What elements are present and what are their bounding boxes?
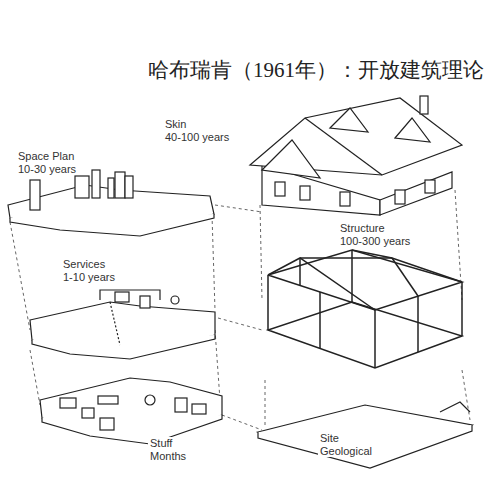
layer-lifespan: 1-10 years: [63, 271, 115, 283]
layer-name: Stuff: [148, 437, 174, 449]
site-plate: [258, 402, 472, 468]
layer-lifespan: 100-300 years: [338, 235, 412, 247]
layer-lifespan: 10-30 years: [18, 163, 76, 175]
structure-frame: [268, 250, 462, 368]
services-layer: [30, 290, 215, 359]
layer-name: Services: [63, 258, 105, 270]
layer-lifespan: 40-100 years: [165, 131, 229, 143]
layer-name: Skin: [165, 118, 186, 130]
stuff-layer: [40, 378, 222, 444]
skin-house: [250, 96, 462, 215]
space-plan-layer: [8, 170, 214, 236]
layer-name: Space Plan: [18, 150, 74, 162]
diagram-title: 哈布瑞肯（1961年）：开放建筑理论: [148, 58, 484, 83]
layer-lifespan: Geological: [318, 445, 374, 457]
layer-name: Site: [318, 432, 341, 444]
layer-name: Structure: [338, 222, 387, 234]
layer-lifespan: Months: [148, 450, 188, 462]
